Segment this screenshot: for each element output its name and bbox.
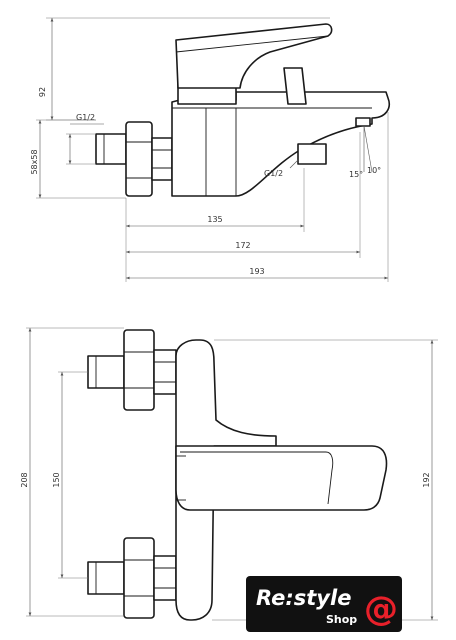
front-upper-hex-nut (123, 329, 155, 411)
side-diverter-knob (283, 67, 307, 105)
dim-right-height: 192 (422, 472, 431, 487)
dim-height-top: 92 (38, 87, 47, 97)
dim-length-b: 172 (235, 241, 250, 250)
front-view: 208 150 192 (20, 327, 438, 621)
side-inlet-pipe (95, 133, 127, 165)
angle-a-label: 15° (349, 170, 363, 179)
side-hex-nut (125, 121, 153, 197)
logo-at-mark: @ (364, 589, 398, 629)
front-upper-eccentric (153, 349, 177, 395)
thread-inlet-label: G1/2 (76, 113, 95, 122)
dim-height-body: 58x58 (30, 149, 39, 174)
dim-length-a: 135 (207, 215, 222, 224)
front-lever (175, 445, 388, 511)
side-body (171, 91, 390, 197)
dim-inlet-spacing: 150 (52, 472, 61, 487)
front-body (175, 339, 277, 621)
front-lower-hex-nut (123, 537, 155, 619)
restyle-shop-logo: Re:style Shop @ (246, 576, 402, 632)
dim-length-c: 193 (249, 267, 264, 276)
side-lever (175, 23, 333, 89)
front-lower-inlet-pipe (87, 561, 125, 595)
front-upper-inlet-pipe (87, 355, 125, 389)
thread-outlet-label: G1/2 (264, 169, 283, 178)
logo-sub: Shop (326, 613, 357, 626)
dim-overall-height: 208 (20, 472, 29, 487)
side-outlet-fitting (297, 143, 327, 165)
front-lower-eccentric (153, 555, 177, 601)
side-aerator (355, 117, 371, 127)
side-eccentric (151, 137, 173, 181)
logo-brand: Re:style (256, 586, 351, 610)
side-view: 92 58x58 G1/2 G1/2 15° 10° 135 172 193 (30, 17, 390, 282)
angle-b-label: 10° (367, 166, 381, 175)
